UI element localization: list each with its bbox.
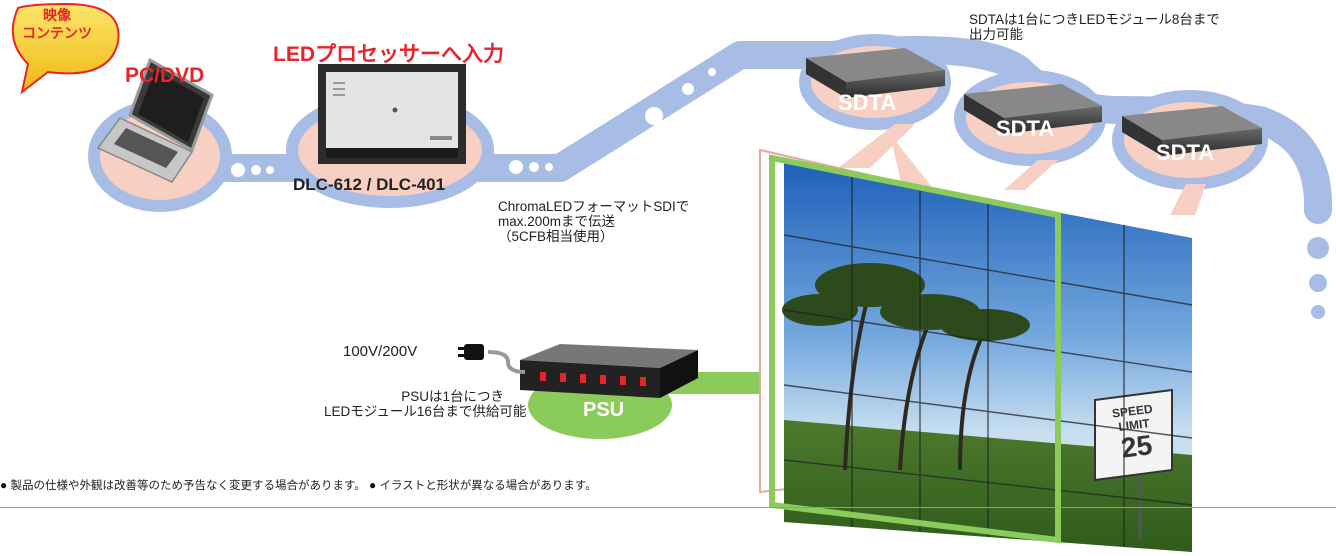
sdta-label-2: SDTA	[996, 116, 1055, 141]
bubble-line-1: 映像	[43, 7, 71, 23]
bullet-icon: ●	[0, 478, 8, 492]
sdta-note-line-2: 出力可能	[969, 27, 1023, 42]
palm-trees	[843, 289, 987, 471]
content-bubble-label: 映像 コンテンツ	[4, 6, 110, 42]
sdta-node-3	[1112, 90, 1268, 190]
pc-title: PC/DVD	[125, 64, 205, 87]
transmission-line-2: max.200mまで伝送	[498, 214, 616, 229]
transmission-note: ChromaLEDフォーマットSDIで max.200mまで伝送 （5CFB相当…	[498, 199, 689, 244]
processor-rack-icon	[318, 64, 466, 164]
sdta-note: SDTAは1台につきLEDモジュール8台まで 出力可能	[969, 12, 1220, 42]
psu-note: PSUは1台につき LEDモジュール16台まで供給可能	[324, 389, 527, 419]
palm-fronds	[782, 263, 1030, 341]
continuation-dots	[1307, 237, 1329, 319]
sdta-note-line-1: SDTAは1台につきLEDモジュール8台まで	[969, 12, 1220, 27]
voltage-label: 100V/200V	[343, 343, 418, 360]
processor-node	[286, 64, 494, 208]
processor-model: DLC-612 / DLC-401	[293, 175, 446, 194]
psu-device-icon	[520, 344, 698, 398]
signal-path	[106, 36, 1333, 224]
sdta-label-1: SDTA	[838, 90, 897, 115]
psu-note-line-2: LEDモジュール16台まで供給可能	[324, 404, 527, 419]
sdta-node-2	[954, 70, 1106, 166]
sdta-device-icon	[806, 48, 945, 98]
sdta-device-icon	[964, 84, 1102, 134]
bullet-icon: ●	[369, 478, 377, 492]
transmission-line-1: ChromaLEDフォーマットSDIで	[498, 199, 690, 214]
disclaimer-text-2: イラストと形状が異なる場合があります。	[379, 480, 597, 492]
speed-limit-sign-text: SPEED LIMIT 25	[1098, 400, 1173, 466]
power-plug-icon	[458, 344, 526, 374]
transmission-line-3: （5CFB相当使用）	[498, 229, 614, 244]
led-wall	[759, 148, 1193, 552]
pc-node	[88, 57, 232, 212]
psu-label: PSU	[583, 399, 625, 421]
psu-note-line-1: PSUは1台につき	[401, 389, 504, 404]
sdta-device-icon	[1122, 106, 1262, 156]
processor-title: LEDプロセッサーへ入力	[273, 43, 504, 66]
sdta-connectors	[838, 124, 1206, 215]
laptop-icon	[96, 57, 214, 183]
content-bubble	[11, 2, 120, 95]
bubble-line-2: コンテンツ	[22, 25, 92, 41]
sdta-label-3: SDTA	[1156, 140, 1215, 165]
disclaimer-text-1: 製品の仕様や外観は改善等のため予告なく変更する場合があります。	[10, 480, 366, 492]
disclaimer: ● 製品の仕様や外観は改善等のため予告なく変更する場合があります。 ● イラスト…	[0, 477, 597, 493]
divider	[0, 507, 1336, 508]
speed-limit-sign	[1094, 388, 1173, 540]
